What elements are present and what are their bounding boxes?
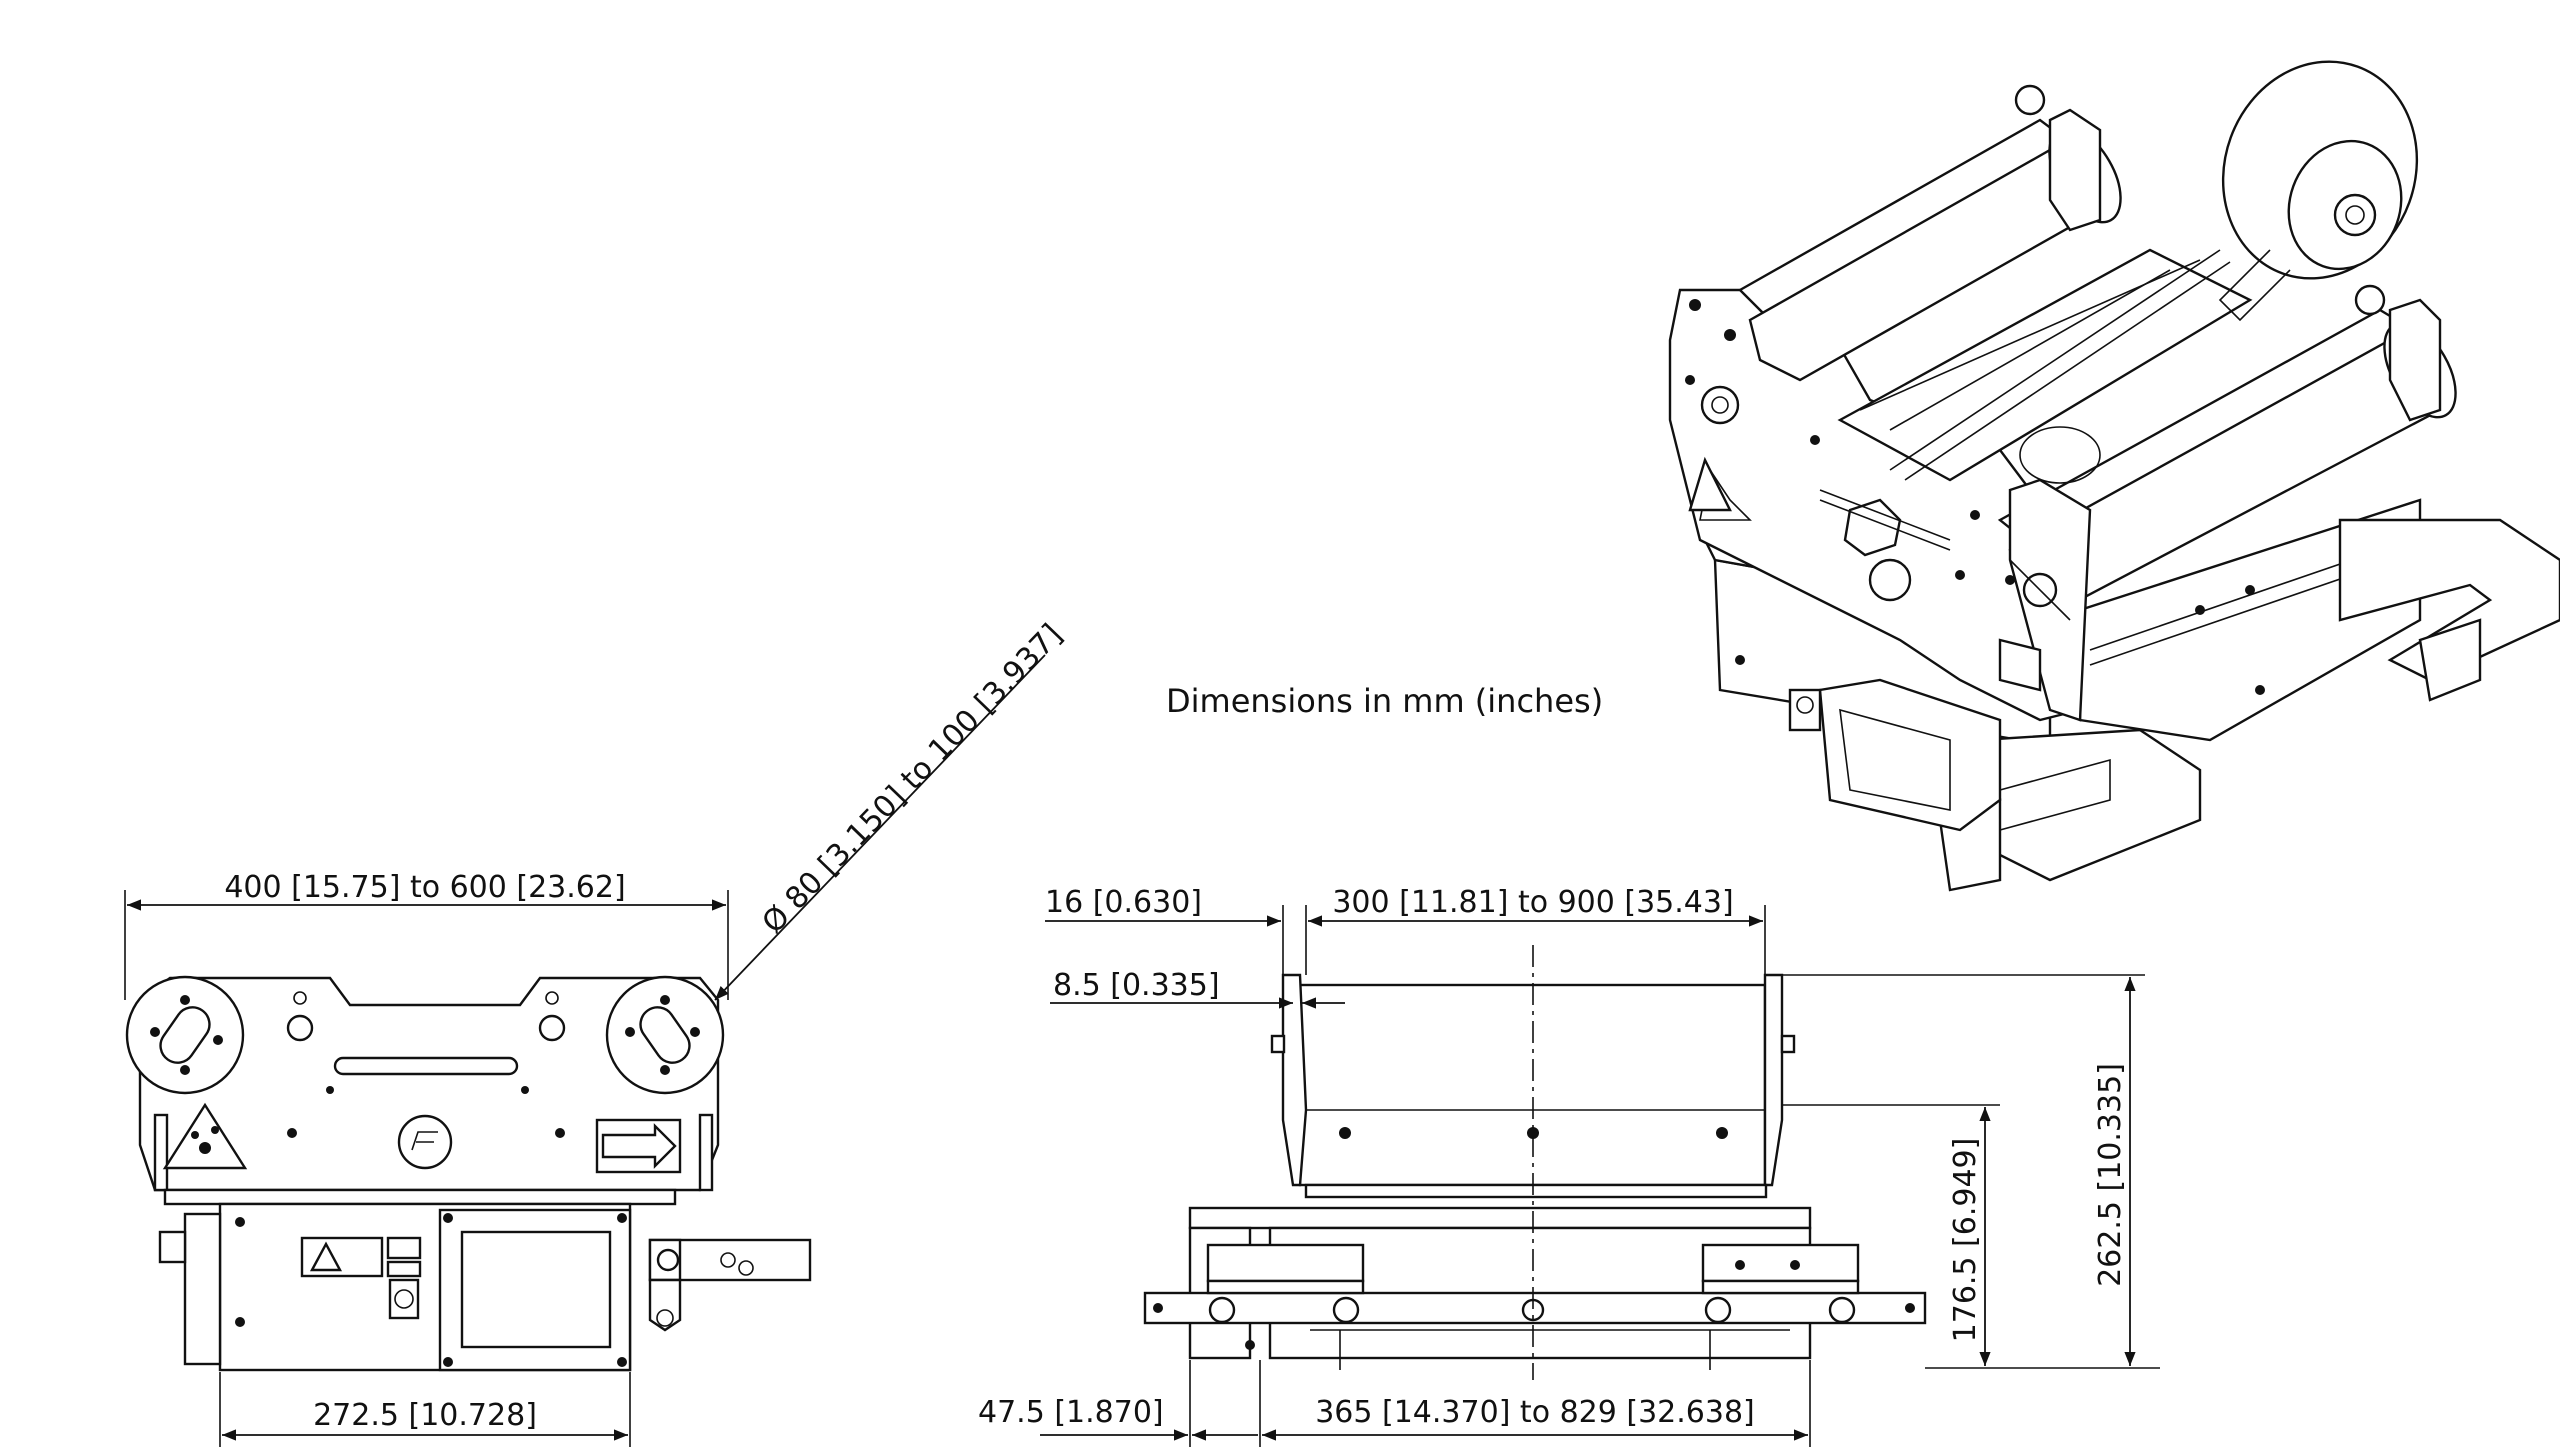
isometric-view: [1668, 60, 2560, 892]
dimensions-caption: Dimensions in mm (inches): [1166, 682, 1603, 720]
side-view-dimensions: 16 [0.630] 300 [11.81] to 900 [35.43] 8.…: [978, 885, 2160, 1447]
direction-arrow-icon: [601, 1123, 677, 1169]
rail-offset-label: 47.5 [1.870]: [978, 1395, 1164, 1430]
total-height-label: 262.5 [10.335]: [2093, 1063, 2128, 1287]
side-view: [1143, 945, 1927, 1380]
offset-label: 16 [0.630]: [1045, 885, 1202, 920]
base-width-label: 272.5 [10.728]: [313, 1398, 537, 1433]
length-label: 300 [11.81] to 900 [35.43]: [1332, 885, 1733, 920]
front-view: [125, 975, 812, 1372]
rail-length-label: 365 [14.370] to 829 [32.638]: [1315, 1395, 1755, 1430]
warning-icon: [162, 1102, 248, 1170]
height-label: 176.5 [6.949]: [1948, 1138, 1983, 1343]
front-width-label: 400 [15.75] to 600 [23.62]: [224, 870, 625, 905]
gap-label: 8.5 [0.335]: [1053, 968, 1220, 1003]
roller-diameter-label: Ø 80 [3.150] to 100 [3.937]: [756, 617, 1070, 940]
